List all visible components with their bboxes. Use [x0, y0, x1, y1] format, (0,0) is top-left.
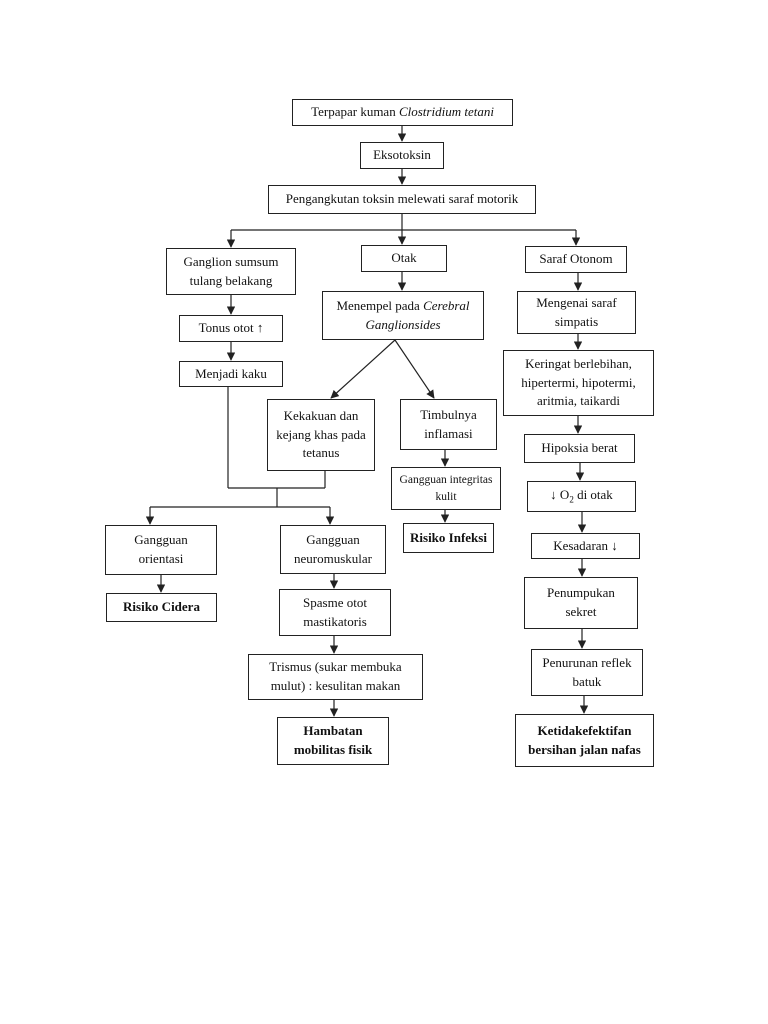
node-exotoxin: Eksotoksin [360, 142, 444, 169]
node-brain: Otak [361, 245, 447, 272]
node-inflammation: Timbulnya inflamasi [400, 399, 497, 450]
node-consciousness-text: Kesadaran ↓ [553, 537, 618, 553]
node-cerebral-attach: Menempel pada Cerebral Ganglionsides [322, 291, 484, 340]
node-autonomic-nerve: Saraf Otonom [525, 246, 627, 273]
node-toxin-transport: Pengangkutan toksin melewati saraf motor… [268, 185, 536, 214]
node-brain-oxygen-post: di otak [573, 487, 613, 503]
node-cough-reflex: Penurunan reflek batuk [531, 649, 643, 696]
node-skin-integrity-text: Gangguan integritas kulit [399, 473, 493, 503]
node-trismus-text: Trismus (sukar membuka mulut) : kesulita… [269, 659, 402, 693]
node-masticatory-spasm-text: Spasme otot mastikatoris [303, 594, 367, 629]
node-exposure-text: Terpapar kuman [311, 104, 399, 120]
node-secretion: Penumpukan sekret [524, 577, 638, 629]
node-spinal-ganglion: Ganglion sumsum tulang belakang [166, 248, 296, 295]
arrow-9-12 [330, 339, 396, 399]
node-toxin-transport-text: Pengangkutan toksin melewati saraf motor… [285, 191, 519, 207]
node-cerebral-attach-italic: Cerebral Ganglionsides [365, 297, 470, 332]
node-stiffness-text: Menjadi kaku [195, 365, 267, 381]
node-brain-oxygen: ↓ O2 di otak [527, 481, 636, 512]
node-skin-integrity: Gangguan integritas kulit [391, 467, 501, 510]
node-severe-hypoxia-text: Hipoksia berat [541, 440, 618, 456]
arrow-9-13 [394, 339, 435, 399]
node-spinal-ganglion-text: Ganglion sumsum tulang belakang [183, 253, 279, 288]
node-airway-text: Ketidakefektifan bersihan jalan nafas [528, 722, 641, 757]
node-neuromuscular-text: Gangguan neuromuskular [294, 531, 372, 566]
node-sympathetic-text: Mengenai saraf simpatis [536, 294, 617, 329]
node-autonomic-nerve-text: Saraf Otonom [539, 251, 613, 267]
node-orientation: Gangguan orientasi [105, 525, 217, 575]
node-sympathetic: Mengenai saraf simpatis [517, 291, 636, 334]
node-autonomic-symptoms: Keringat berlebihan, hipertermi, hipoter… [503, 350, 654, 416]
node-masticatory-spasm: Spasme otot mastikatoris [279, 589, 391, 636]
node-airway: Ketidakefektifan bersihan jalan nafas [515, 714, 654, 767]
node-brain-oxygen-pre: ↓ O [550, 487, 570, 503]
node-injury-risk-text: Risiko Cidera [123, 599, 200, 615]
node-exposure-italic: Clostridium tetani [398, 104, 494, 120]
node-exposure: Terpapar kuman Clostridium tetani [292, 99, 513, 126]
node-rigidity-seizure: Kekakuan dan kejang khas pada tetanus [267, 399, 375, 471]
node-trismus: Trismus (sukar membuka mulut) : kesulita… [248, 654, 423, 700]
node-severe-hypoxia: Hipoksia berat [524, 434, 635, 463]
node-muscle-tone-text: Tonus otot ↑ [198, 320, 264, 336]
node-orientation-text: Gangguan orientasi [134, 532, 188, 566]
node-brain-oxygen-sub: 2 [569, 494, 574, 505]
node-cough-reflex-text: Penurunan reflek batuk [542, 654, 632, 689]
node-cerebral-attach-text: Menempel pada [336, 297, 424, 313]
node-autonomic-symptoms-text: Keringat berlebihan, hipertermi, hipoter… [521, 355, 636, 409]
node-muscle-tone: Tonus otot ↑ [179, 315, 283, 342]
node-mobility-text: Hambatan mobilitas fisik [293, 723, 373, 757]
node-secretion-text: Penumpukan sekret [547, 585, 615, 619]
node-brain-text: Otak [391, 250, 417, 266]
node-consciousness: Kesadaran ↓ [531, 533, 640, 559]
node-infection-risk: Risiko Infeksi [403, 523, 494, 553]
node-infection-risk-text: Risiko Infeksi [410, 529, 487, 545]
node-injury-risk: Risiko Cidera [106, 593, 217, 622]
node-exotoxin-text: Eksotoksin [373, 147, 431, 163]
node-rigidity-seizure-text: Kekakuan dan kejang khas pada tetanus [276, 407, 366, 461]
node-neuromuscular: Gangguan neuromuskular [280, 525, 386, 574]
node-mobility: Hambatan mobilitas fisik [277, 717, 389, 765]
node-inflammation-text: Timbulnya inflamasi [420, 406, 477, 441]
node-stiffness: Menjadi kaku [179, 361, 283, 387]
